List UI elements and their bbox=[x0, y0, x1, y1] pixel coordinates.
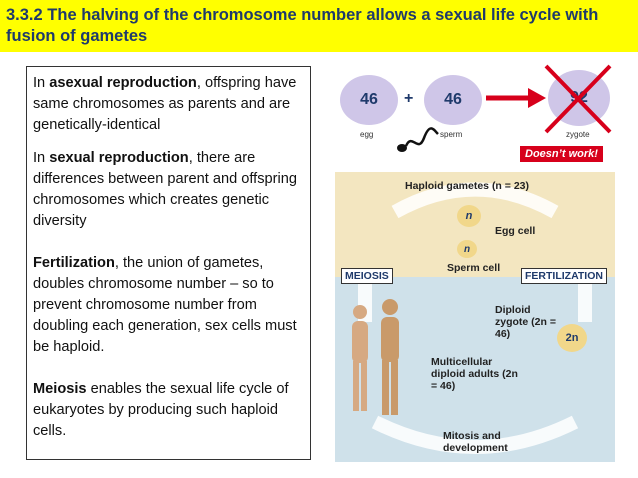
fertilization-post: , the union of gametes, doubles chromoso… bbox=[33, 255, 297, 355]
arrow-icon bbox=[486, 88, 546, 108]
sexual-post: , there are differences between parent a… bbox=[33, 150, 297, 229]
sexual-paragraph: In sexual reproduction, there are differ… bbox=[33, 148, 304, 232]
plus-sign: + bbox=[404, 90, 414, 107]
asexual-term: asexual reproduction bbox=[49, 75, 197, 91]
cross-icon bbox=[544, 64, 612, 134]
fertilization-paragraph: Fertilization, the union of gametes, dou… bbox=[33, 253, 304, 358]
man-figure bbox=[381, 299, 399, 415]
asexual-post: , offspring have same chromosomes as par… bbox=[33, 75, 297, 133]
sperm-label: sperm bbox=[440, 130, 463, 139]
mitosis-label: Mitosis and development bbox=[443, 430, 508, 454]
sperm-number: 46 bbox=[444, 91, 462, 108]
meiosis-post: enables the sexual life cycle of eukaryo… bbox=[33, 381, 289, 439]
haploid-gametes-label: Haploid gametes (n = 23) bbox=[405, 180, 529, 192]
zygote-2n: 2n bbox=[565, 332, 579, 344]
diploid-adults-label: Multicellular diploid adults (2n = 46) bbox=[431, 356, 518, 392]
egg-n: n bbox=[465, 210, 473, 222]
asexual-paragraph: In asexual reproduction, offspring have … bbox=[33, 73, 304, 136]
egg-circle: 46 bbox=[340, 75, 398, 125]
zygote-label: zygote bbox=[566, 130, 590, 139]
life-cycle-background bbox=[335, 172, 615, 462]
fertilization-label: FERTILIZATION bbox=[521, 268, 607, 284]
zygote-2n-circle: 2n bbox=[557, 324, 587, 352]
meiosis-term: Meiosis bbox=[33, 381, 87, 397]
warning-badge: Doesn’t work! bbox=[520, 146, 603, 162]
slide-title: 3.3.2 The halving of the chromosome numb… bbox=[6, 6, 599, 45]
sperm-icon bbox=[397, 127, 439, 152]
asexual-pre: In bbox=[33, 75, 50, 91]
egg-cell-label: Egg cell bbox=[495, 225, 536, 237]
meiosis-label: MEIOSIS bbox=[341, 268, 393, 284]
text-box: In asexual reproduction, offspring have … bbox=[26, 66, 311, 460]
sperm-cell-circle: n bbox=[457, 240, 477, 258]
sperm-cell-label: Sperm cell bbox=[447, 262, 501, 274]
egg-label: egg bbox=[360, 130, 374, 139]
sexual-term: sexual reproduction bbox=[49, 150, 189, 166]
sperm-n: n bbox=[463, 243, 471, 255]
title-bar: 3.3.2 The halving of the chromosome numb… bbox=[0, 0, 638, 52]
meiosis-paragraph: Meiosis enables the sexual life cycle of… bbox=[33, 379, 304, 442]
sexual-pre: In bbox=[33, 150, 50, 166]
diploid-zygote-label: Diploid zygote (2n = 46) bbox=[495, 304, 556, 340]
sperm-circle: 46 bbox=[424, 75, 482, 125]
egg-cell-circle: n bbox=[457, 205, 481, 227]
egg-number: 46 bbox=[360, 91, 378, 108]
fertilization-term: Fertilization bbox=[33, 255, 115, 271]
woman-figure bbox=[352, 305, 368, 411]
life-cycle-diagram: Haploid gametes (n = 23) n Egg cell n Sp… bbox=[335, 172, 615, 462]
